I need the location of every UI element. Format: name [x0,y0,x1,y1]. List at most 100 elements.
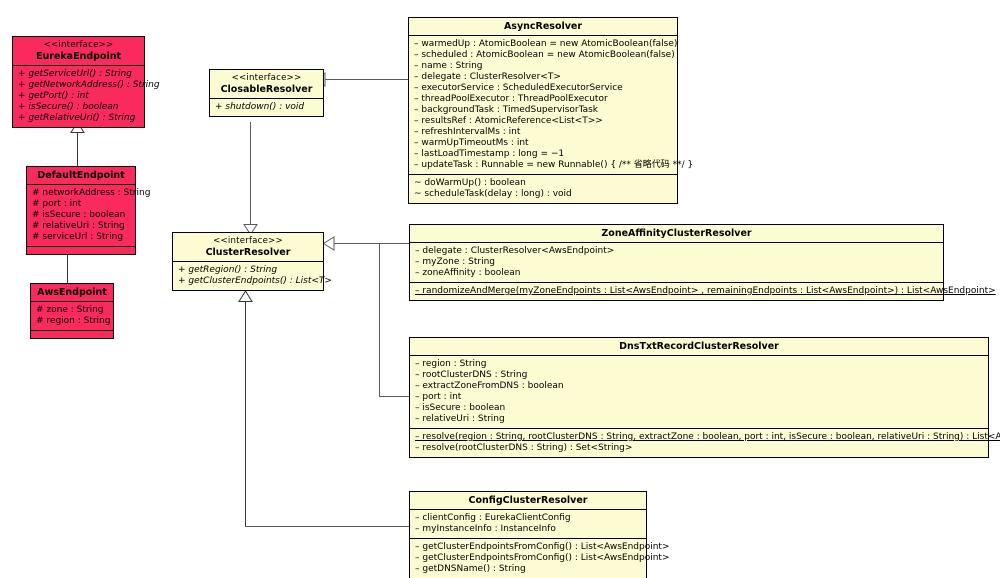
class-member: # relativeUri : String [32,221,125,231]
class-member: – scheduled : AtomicBoolean = new Atomic… [414,50,675,60]
class-stereotype-cluster-resolver: <<interface>> [213,236,283,246]
class-header-eureka-endpoint: <<interface>> EurekaEndpoint [13,37,144,66]
connector-aws-endpoint-to-default-endpoint [67,248,68,283]
class-member: – executorService : ScheduledExecutorSer… [414,83,623,93]
class-methods-closable-resolver: + shutdown() : void [210,99,323,116]
class-member: # port : int [32,199,82,209]
class-member: + getRelativeUri() : String [18,113,136,123]
class-header-dns-txt-record-cluster-resolver: DnsTxtRecordClusterResolver [410,338,988,356]
class-stereotype-closable-resolver: <<interface>> [231,73,302,83]
class-member: – region : String [415,359,487,369]
class-box-eureka-endpoint[interactable]: <<interface>> EurekaEndpoint + getServic… [12,36,160,128]
class-member: – getClusterEndpointsFromConfig() : List… [415,553,670,563]
class-member: + getClusterEndpoints() : List<T> [178,276,332,286]
class-member: + getNetworkAddress() : String [18,80,160,90]
class-member-static: – randomizeAndMerge(myZoneEndpoints : Li… [415,286,996,296]
class-methods-cluster-resolver: + getRegion() : String + getClusterEndpo… [173,262,332,290]
class-member: ~ doWarmUp() : boolean [414,178,526,188]
class-name-cluster-resolver: ClusterResolver [205,247,291,258]
class-member: – port : int [415,392,462,402]
class-box-dns-txt-record-cluster-resolver[interactable]: DnsTxtRecordClusterResolver – region : S… [409,337,1000,458]
class-box-aws-endpoint[interactable]: AwsEndpoint # zone : String # region : S… [30,283,114,339]
class-member: – updateTask : Runnable = new Runnable()… [414,160,694,170]
class-member: – zoneAffinity : boolean [415,268,521,278]
class-member: – refreshIntervalMs : int [414,127,521,137]
class-attributes-async-resolver: – warmedUp : AtomicBoolean = new AtomicB… [409,36,694,175]
class-attributes-zone-affinity-cluster-resolver: – delegate : ClusterResolver<AwsEndpoint… [410,243,943,283]
class-methods-async-resolver: ~ doWarmUp() : boolean ~ scheduleTask(de… [409,175,677,203]
class-name-eureka-endpoint: EurekaEndpoint [35,51,122,62]
class-member: – getClusterEndpointsFromConfig() : List… [415,542,670,552]
class-member: + getPort() : int [18,91,89,101]
connector-closable-resolver-to-cluster-resolver [250,122,251,226]
class-name-default-endpoint: DefaultEndpoint [37,170,125,181]
class-member: – resolve(rootClusterDNS : String) : Set… [415,443,633,453]
class-member: – resultsRef : AtomicReference<List<T>> [414,116,603,126]
class-member: # zone : String [36,305,104,315]
class-member: + isSecure() : boolean [18,102,119,112]
class-header-config-cluster-resolver: ConfigClusterResolver [410,492,646,510]
class-member: + getRegion() : String [178,265,278,275]
class-member: – extractZoneFromDNS : boolean [415,381,564,391]
class-methods-config-cluster-resolver: – getClusterEndpointsFromConfig() : List… [410,539,670,578]
class-member: – threadPoolExecutor : ThreadPoolExecuto… [414,94,608,104]
class-attributes-aws-endpoint: # zone : String # region : String [31,302,113,331]
class-header-default-endpoint: DefaultEndpoint [27,167,135,185]
class-attributes-config-cluster-resolver: – clientConfig : EurekaClientConfig – my… [410,510,646,539]
class-box-cluster-resolver[interactable]: <<interface>> ClusterResolver + getRegio… [172,232,332,291]
class-member: – myZone : String [415,257,495,267]
class-stereotype-eureka-endpoint: <<interface>> [43,40,114,50]
class-member: – warmUpTimeoutMs : int [414,138,529,148]
connector-async-resolver-to-closable-resolver [325,79,409,80]
connector-config-cluster-resolver-vertical [245,300,246,526]
connector-config-cluster-resolver-horizontal [245,526,410,527]
class-box-closable-resolver[interactable]: <<interface>> ClosableResolver + shutdow… [209,69,324,117]
class-box-async-resolver[interactable]: AsyncResolver – warmedUp : AtomicBoolean… [408,17,694,204]
class-member: # region : String [36,316,111,326]
class-member: # isSecure : boolean [32,210,126,220]
class-member: + getServiceUrl() : String [18,69,132,79]
class-member: # serviceUrl : String [32,232,124,242]
class-header-closable-resolver: <<interface>> ClosableResolver [210,70,323,99]
class-header-zone-affinity-cluster-resolver: ZoneAffinityClusterResolver [410,225,943,243]
class-methods-eureka-endpoint: + getServiceUrl() : String + getNetworkA… [13,66,160,127]
class-member: – getDNSName() : String [415,564,526,574]
class-member-static: – resolve(region : String, rootClusterDN… [415,432,1000,442]
class-methods-aws-endpoint [31,331,113,338]
class-name-async-resolver: AsyncResolver [503,21,583,32]
class-box-default-endpoint[interactable]: DefaultEndpoint # networkAddress : Strin… [26,166,151,255]
class-member: – rootClusterDNS : String [415,370,528,380]
class-member: – isSecure : boolean [415,403,506,413]
class-member: – relativeUri : String [415,414,505,424]
generalization-arrow-cluster-resolver-top [243,224,258,235]
class-member: – warmedUp : AtomicBoolean = new AtomicB… [414,39,678,49]
class-name-closable-resolver: ClosableResolver [220,84,313,95]
class-header-async-resolver: AsyncResolver [409,18,677,36]
class-member: + shutdown() : void [215,102,305,112]
class-header-cluster-resolver: <<interface>> ClusterResolver [173,233,323,262]
class-member: – name : String [414,61,483,71]
class-member: – clientConfig : EurekaClientConfig [415,513,571,523]
generalization-arrow-cluster-resolver-bottom [238,291,253,302]
class-member: # networkAddress : String [32,188,151,198]
connector-cluster-resolver-trunk [379,243,380,396]
class-methods-dns-txt-record-cluster-resolver: – resolve(region : String, rootClusterDN… [410,429,1000,457]
class-member: – backgroundTask : TimedSupervisorTask [414,105,599,115]
class-member: – delegate : ClusterResolver<T> [414,72,561,82]
class-member: ~ scheduleTask(delay : long) : void [414,189,572,199]
class-attributes-default-endpoint: # networkAddress : String # port : int #… [27,185,151,247]
class-methods-zone-affinity-cluster-resolver: – randomizeAndMerge(myZoneEndpoints : Li… [410,283,996,300]
class-member: – delegate : ClusterResolver<AwsEndpoint… [415,246,615,256]
class-member: – myInstanceInfo : InstanceInfo [415,524,556,534]
class-name-dns-txt-record-cluster-resolver: DnsTxtRecordClusterResolver [619,341,779,352]
class-name-zone-affinity-cluster-resolver: ZoneAffinityClusterResolver [601,228,752,239]
class-name-config-cluster-resolver: ConfigClusterResolver [468,495,588,506]
class-name-aws-endpoint: AwsEndpoint [37,287,107,298]
connector-dns-txt-record-branch [379,396,410,397]
class-box-zone-affinity-cluster-resolver[interactable]: ZoneAffinityClusterResolver – delegate :… [409,224,996,301]
connector-cluster-resolver-right-stub [334,243,410,244]
class-attributes-dns-txt-record-cluster-resolver: – region : String – rootClusterDNS : Str… [410,356,988,429]
class-box-config-cluster-resolver[interactable]: ConfigClusterResolver – clientConfig : E… [409,491,670,578]
class-member: – lastLoadTimestamp : long = −1 [414,149,565,159]
